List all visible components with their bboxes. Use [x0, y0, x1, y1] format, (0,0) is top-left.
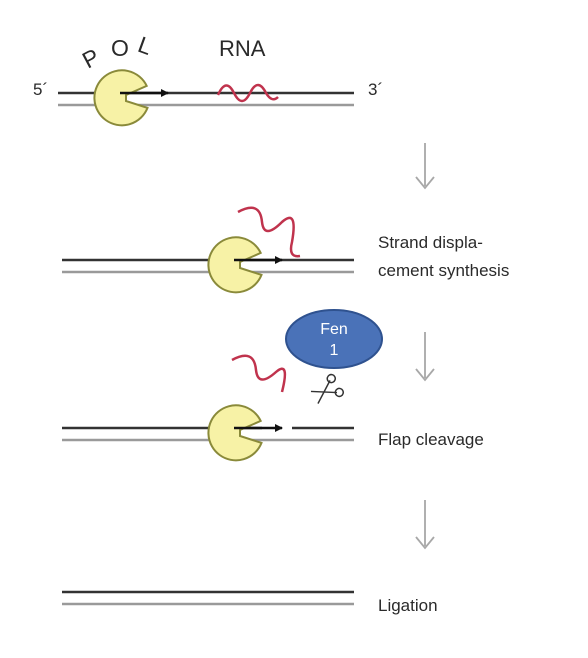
stage-initial: 5´ 3´ P O L RNA: [33, 31, 435, 190]
down-arrow-head: [415, 368, 435, 382]
pol-letter-o: O: [111, 35, 129, 61]
three-prime-label: 3´: [368, 80, 383, 99]
fen1-label-line2: 1: [330, 342, 339, 359]
cleaved-rna-flap: [231, 354, 287, 393]
stage-flap-cleavage: Flap cleavage: [62, 354, 484, 550]
down-arrow-head: [415, 176, 435, 190]
fen1-label-line1: Fen: [320, 321, 348, 338]
pol-letter-l: L: [135, 31, 156, 60]
stage-strand-displacement: Strand displa- cement synthesis: [62, 206, 509, 382]
five-prime-label: 5´: [33, 80, 48, 99]
displaced-rna-flap: [237, 206, 301, 258]
polymerase-icon: [207, 404, 283, 462]
stage-ligation: Ligation: [62, 590, 438, 615]
down-arrow-head: [415, 536, 435, 550]
step-label-strand-displacement-2: cement synthesis: [378, 261, 509, 280]
step-label-flap-cleavage: Flap cleavage: [378, 430, 484, 449]
polymerase-icon: [93, 69, 169, 127]
polymerase-icon: [207, 236, 283, 294]
pol-letter-p: P: [78, 43, 104, 73]
scissors-icon: [310, 373, 345, 404]
rna-primer: [216, 83, 279, 103]
step-label-strand-displacement-1: Strand displa-: [378, 233, 483, 252]
rna-label: RNA: [219, 36, 266, 61]
fen1-badge: Fen 1: [285, 309, 383, 369]
step-label-ligation: Ligation: [378, 596, 438, 615]
